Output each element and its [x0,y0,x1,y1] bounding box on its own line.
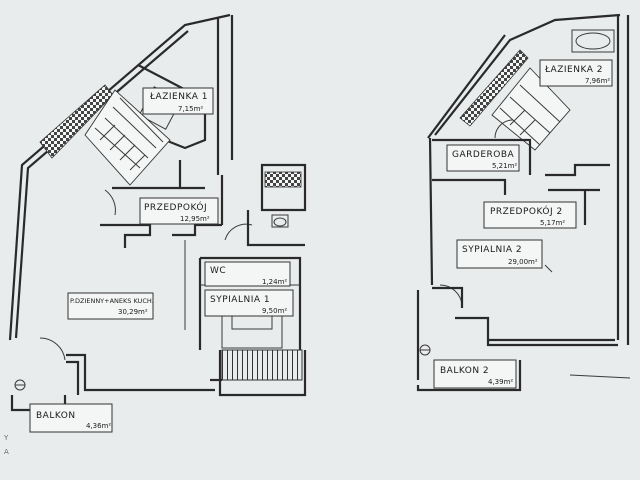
svg-text:1,24m²: 1,24m² [262,278,287,286]
svg-text:GARDEROBA: GARDEROBA [452,150,515,160]
svg-text:PRZEDPOKÓJ 2: PRZEDPOKÓJ 2 [490,205,563,217]
svg-text:5,21m²: 5,21m² [492,162,517,170]
room-label-lazienka2: ŁAZIENKA 2 7,96m² [539,59,613,87]
svg-text:7,15m²: 7,15m² [178,105,203,113]
svg-text:SYPIALNIA 1: SYPIALNIA 1 [210,295,270,305]
svg-text:BALKON 2: BALKON 2 [440,366,489,376]
room-label-pokoj-dzienny: P.DZIENNY+ANEKS KUCH. 30,29m² [67,292,154,320]
room-label-balkon2: BALKON 2 4,39m² [433,359,517,389]
room-label-wc: WC 1,24m² [204,261,291,287]
svg-text:12,95m²: 12,95m² [180,215,210,223]
stairs-left [84,89,171,186]
svg-text:BALKON: BALKON [36,411,76,421]
right-unit-plan [416,13,631,392]
svg-text:29,00m²: 29,00m² [508,258,538,266]
svg-text:SYPIALNIA 2: SYPIALNIA 2 [462,245,522,255]
svg-text:P.DZIENNY+ANEKS KUCH.: P.DZIENNY+ANEKS KUCH. [70,297,154,305]
svg-text:4,39m²: 4,39m² [488,378,513,386]
svg-text:9,50m²: 9,50m² [262,307,287,315]
svg-text:7,96m²: 7,96m² [585,77,610,85]
svg-text:PRZEDPOKÓJ: PRZEDPOKÓJ [144,201,207,213]
svg-text:ŁAZIENKA 1: ŁAZIENKA 1 [149,92,208,102]
room-label-lazienka1: ŁAZIENKA 1 7,15m² [142,87,214,115]
room-label-balkon: BALKON 4,36m² [29,403,113,433]
svg-text:WC: WC [210,266,226,276]
svg-text:ŁAZIENKA 2: ŁAZIENKA 2 [544,65,603,75]
stairs-right [491,67,571,151]
svg-text:30,29m²: 30,29m² [118,308,148,316]
margin-note-1: Y [3,434,9,442]
svg-text:5,17m²: 5,17m² [540,219,565,227]
room-label-przedpokoj2: PRZEDPOKÓJ 2 5,17m² [483,201,577,229]
svg-text:4,36m²: 4,36m² [86,422,111,430]
margin-note-2: A [4,448,9,456]
room-label-sypialnia1: SYPIALNIA 1 9,50m² [204,289,294,317]
room-label-przedpokoj: PRZEDPOKÓJ 12,95m² [139,197,219,225]
room-label-sypialnia2: SYPIALNIA 2 29,00m² [456,239,543,269]
room-label-garderoba: GARDEROBA 5,21m² [446,144,520,172]
